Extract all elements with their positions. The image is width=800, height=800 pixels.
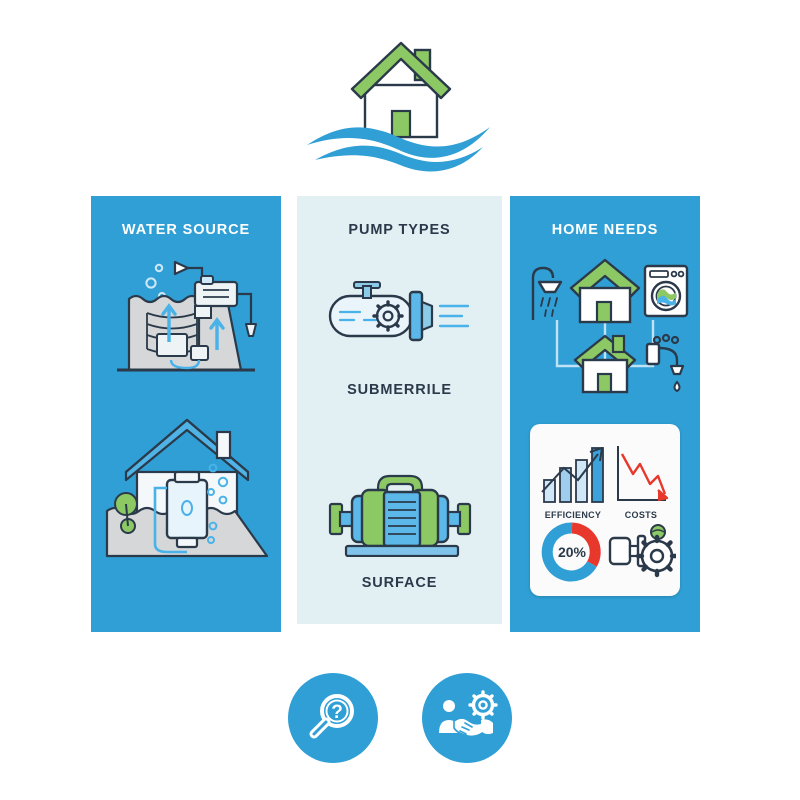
gear-icon (371, 300, 404, 332)
columns-container: WATER SOURCE (0, 196, 800, 636)
house-water-logo (307, 41, 490, 172)
house-with-water-tank-illustration (99, 408, 274, 568)
pump-label-submersible: SUBMERRILE (347, 382, 452, 398)
column-pump-types[interactable]: PUMP TYPES (297, 196, 502, 624)
partnership-service-button[interactable] (422, 673, 512, 763)
column-water-source[interactable]: WATER SOURCE (91, 196, 281, 632)
percent-donut-gauge-icon: 20% (541, 522, 601, 582)
efficiency-label: EFFICIENCY (545, 510, 602, 520)
home-water-appliances-illustration (517, 248, 693, 408)
help-search-button[interactable]: ? (288, 673, 378, 763)
column-home-needs[interactable]: HOME NEEDS (510, 196, 700, 632)
surface-pump-illustration (320, 462, 480, 557)
handshake-gear-icon (439, 690, 498, 738)
column-title-home-needs: HOME NEEDS (551, 222, 659, 238)
well-with-submersible-pump-illustration (99, 250, 274, 390)
house-icon (350, 41, 452, 139)
submersible-pump-illustration (320, 272, 480, 352)
performance-metrics-card[interactable]: EFFICIENCY COSTS 20% (530, 424, 680, 596)
pump-label-surface: SURFACE (361, 575, 438, 591)
magnifier-question-icon: ? (309, 694, 354, 739)
gauge-value: 20% (558, 544, 587, 560)
column-title-pump-types: PUMP TYPES (348, 222, 451, 238)
efficiency-bar-chart-icon (541, 447, 604, 503)
logo-area (0, 18, 800, 178)
column-title-water-source: WATER SOURCE (121, 222, 251, 238)
water-wave-icon (307, 127, 490, 172)
pump-gear-icon (608, 524, 676, 578)
bottom-buttons: ? (0, 668, 800, 768)
svg-text:?: ? (331, 702, 343, 723)
costs-line-chart-icon (617, 446, 669, 502)
costs-label: COSTS (625, 510, 658, 520)
